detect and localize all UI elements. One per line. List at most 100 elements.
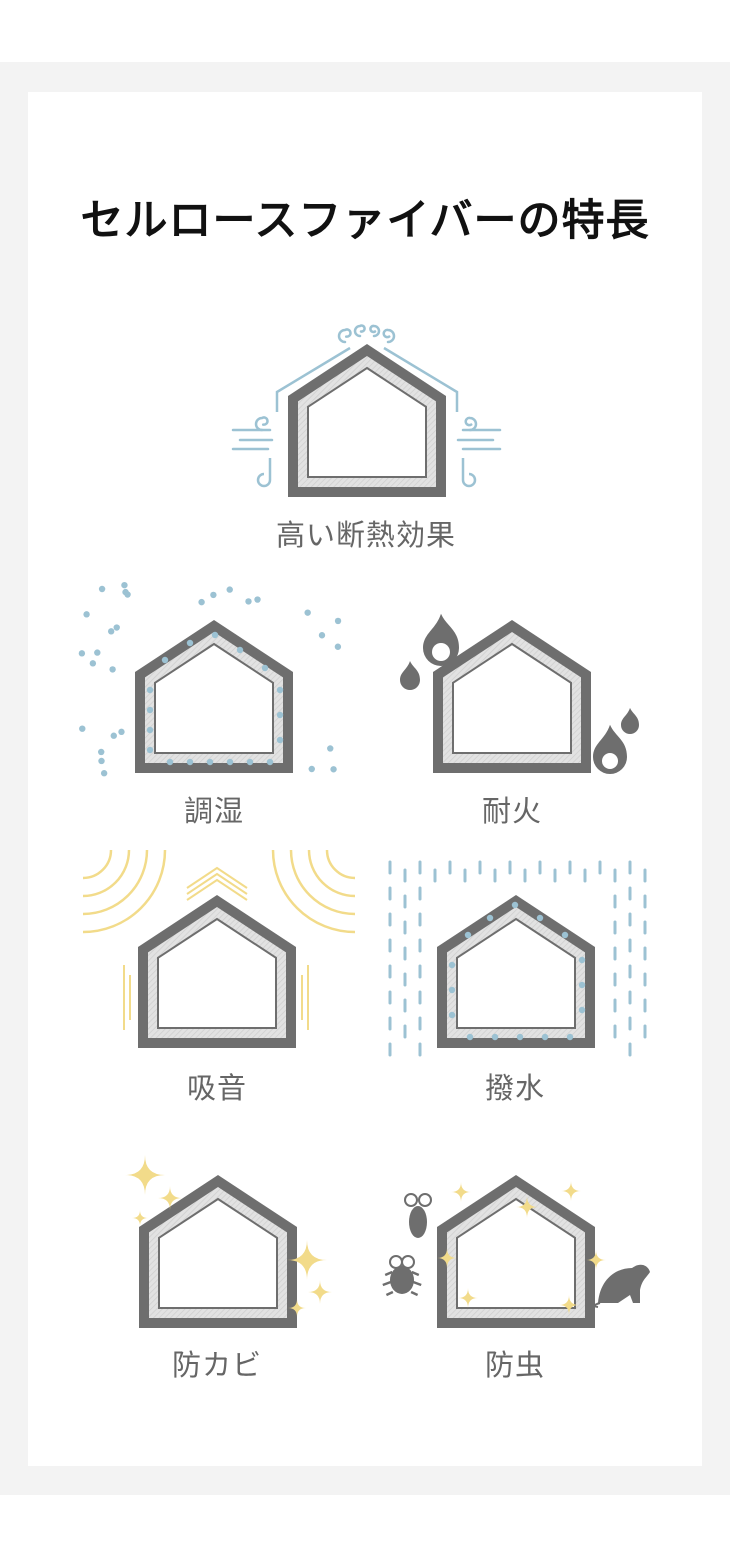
moisture-dot-icon bbox=[83, 611, 90, 618]
feature-label-fireproof: 耐火 bbox=[481, 794, 542, 828]
moisture-dot-icon bbox=[166, 758, 174, 766]
house-interior bbox=[452, 642, 572, 754]
flame-core bbox=[432, 643, 450, 661]
moisture-dot-icon bbox=[186, 758, 194, 766]
tick-eye bbox=[401, 1255, 415, 1269]
sound-wave-icon bbox=[289, 849, 356, 916]
water-bead-icon bbox=[536, 914, 544, 922]
wind-curl-icon bbox=[461, 458, 477, 488]
water-bead-icon bbox=[578, 981, 586, 989]
moisture-dot-icon bbox=[100, 770, 108, 777]
house-water-icon bbox=[437, 895, 595, 1048]
moisture-dot-icon bbox=[226, 758, 234, 766]
sparkle-icon bbox=[586, 1250, 606, 1270]
moisture-dot-icon bbox=[118, 728, 125, 736]
feature-label-mold: 防カビ bbox=[171, 1348, 262, 1382]
tick-leg bbox=[410, 1290, 419, 1297]
moisture-dot-icon bbox=[266, 758, 274, 766]
tick-icon bbox=[390, 1266, 414, 1294]
page-title: セルロースファイバーの特長 bbox=[80, 196, 650, 246]
moisture-dot-icon bbox=[113, 624, 120, 631]
moisture-dot-icon bbox=[318, 632, 326, 639]
moisture-dot-icon bbox=[246, 758, 254, 766]
feature-label-humidity: 調湿 bbox=[183, 794, 244, 828]
tick-leg bbox=[411, 1270, 420, 1277]
house-interior bbox=[154, 642, 274, 754]
tick-eye bbox=[389, 1255, 403, 1269]
beetle-eye bbox=[418, 1193, 432, 1207]
moisture-dot-icon bbox=[122, 588, 129, 596]
wind-curl-icon bbox=[256, 458, 272, 488]
moisture-dot-icon bbox=[327, 745, 334, 752]
moisture-dot-icon bbox=[107, 628, 115, 635]
house-humidity-icon bbox=[135, 620, 293, 773]
moisture-dot-icon bbox=[330, 766, 337, 773]
sound-wave-icon bbox=[307, 849, 356, 898]
sound-wave-icon bbox=[82, 849, 131, 898]
water-bead-icon bbox=[486, 914, 494, 922]
wind-curl-icon bbox=[382, 328, 396, 344]
feature-label-insect: 防虫 bbox=[484, 1348, 545, 1382]
beetle-icon bbox=[409, 1206, 427, 1238]
moisture-dot-icon bbox=[304, 609, 311, 616]
moisture-dot-icon bbox=[276, 736, 284, 744]
sparkle-icon bbox=[561, 1181, 581, 1201]
water-bead-icon bbox=[561, 931, 569, 939]
wind-curl-icon bbox=[254, 416, 269, 432]
moisture-dot-icon bbox=[334, 643, 342, 650]
beetle-eye bbox=[404, 1193, 418, 1207]
moisture-dot-icon bbox=[79, 725, 86, 732]
mouse-tail bbox=[593, 1302, 601, 1308]
moisture-dot-icon bbox=[146, 726, 154, 734]
moisture-dot-icon bbox=[334, 617, 342, 625]
moisture-dot-icon bbox=[109, 666, 116, 673]
house-interior bbox=[456, 1197, 576, 1309]
moisture-dot-icon bbox=[198, 598, 205, 606]
tick-leg bbox=[385, 1290, 394, 1297]
moisture-dot-icon bbox=[206, 758, 214, 766]
house-mold-icon bbox=[139, 1175, 297, 1328]
moisture-dot-icon bbox=[261, 664, 269, 672]
water-bead-icon bbox=[578, 1006, 586, 1014]
water-bead-icon bbox=[511, 901, 519, 909]
sound-wave-icon bbox=[271, 849, 356, 934]
mouse-icon bbox=[598, 1264, 650, 1303]
sound-wave-icon bbox=[82, 849, 167, 934]
sparkle-icon bbox=[559, 1295, 579, 1315]
sound-wave-icon bbox=[186, 866, 248, 889]
sparkle-icon bbox=[158, 1186, 182, 1210]
house-insect-icon bbox=[437, 1175, 595, 1328]
sparkle-icon bbox=[288, 1299, 306, 1317]
sound-wave-icon bbox=[82, 849, 149, 916]
moisture-dot-icon bbox=[211, 631, 219, 639]
tick-leg bbox=[382, 1280, 392, 1287]
wind-curl-icon bbox=[464, 416, 478, 432]
water-bead-icon bbox=[466, 1033, 474, 1041]
sparkle-icon bbox=[451, 1182, 471, 1202]
wind-curl-icon bbox=[337, 328, 352, 344]
moisture-dot-icon bbox=[98, 757, 105, 765]
water-bead-icon bbox=[491, 1033, 499, 1041]
house-sound-icon bbox=[138, 895, 296, 1048]
wind-line-icon bbox=[383, 346, 459, 412]
moisture-dot-icon bbox=[236, 646, 244, 654]
moisture-dot-icon bbox=[89, 660, 97, 667]
house-interior bbox=[157, 917, 277, 1029]
sparkle-icon bbox=[125, 1155, 165, 1195]
moisture-dot-icon bbox=[78, 650, 86, 657]
flame-icon bbox=[621, 707, 639, 734]
flame-icon bbox=[423, 613, 459, 666]
moisture-dot-icon bbox=[276, 686, 284, 694]
wind-curl-icon bbox=[369, 324, 381, 338]
water-bead-icon bbox=[464, 931, 472, 939]
water-bead-icon bbox=[448, 986, 456, 994]
water-bead-icon bbox=[448, 961, 456, 969]
moisture-dot-icon bbox=[121, 581, 128, 589]
sparkle-icon bbox=[516, 1196, 538, 1218]
moisture-dot-icon bbox=[94, 649, 101, 656]
flame-icon bbox=[593, 724, 627, 774]
sparkle-icon bbox=[308, 1280, 332, 1304]
feature-label-sound: 吸音 bbox=[186, 1071, 247, 1105]
moisture-dot-icon bbox=[245, 598, 252, 605]
